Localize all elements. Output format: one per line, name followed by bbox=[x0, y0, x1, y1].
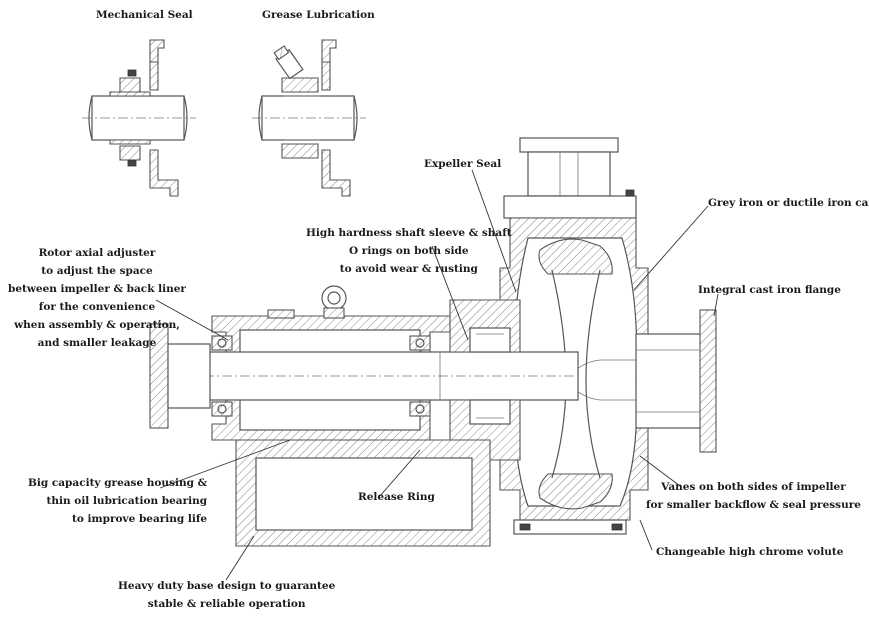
discharge-flange bbox=[503, 137, 637, 219]
bearings bbox=[211, 335, 431, 417]
rotor-axial-adjuster-label: Rotor axial adjuster to adjust the space… bbox=[8, 247, 186, 349]
mechanical-seal-label: Mechanical Seal bbox=[96, 9, 193, 21]
pump-base bbox=[235, 439, 491, 547]
base-label: Heavy duty base design to guarantee stab… bbox=[118, 580, 336, 610]
integral-flange-label: Integral cast iron flange bbox=[698, 284, 841, 296]
expeller-seal-label: Expeller Seal bbox=[424, 158, 502, 170]
release-ring-label: Release Ring bbox=[358, 491, 435, 503]
grease-housing-label: Big capacity grease housing & thin oil l… bbox=[28, 477, 208, 525]
suction-flange bbox=[635, 309, 717, 453]
shaft bbox=[150, 351, 580, 401]
shaft-sleeve-label: High hardness shaft sleeve & shaft O rin… bbox=[306, 227, 512, 275]
drive-flange bbox=[149, 323, 211, 429]
volute-label: Changeable high chrome volute bbox=[656, 546, 844, 558]
mechanical-seal-detail bbox=[82, 39, 196, 197]
grease-lubrication-detail bbox=[252, 39, 366, 197]
grey-iron-casing-label: Grey iron or ductile iron casing bbox=[708, 197, 869, 209]
vanes-label: Vanes on both sides of impeller for smal… bbox=[646, 481, 861, 511]
grease-lubrication-label: Grease Lubrication bbox=[262, 9, 375, 21]
leader-lines bbox=[155, 169, 719, 581]
